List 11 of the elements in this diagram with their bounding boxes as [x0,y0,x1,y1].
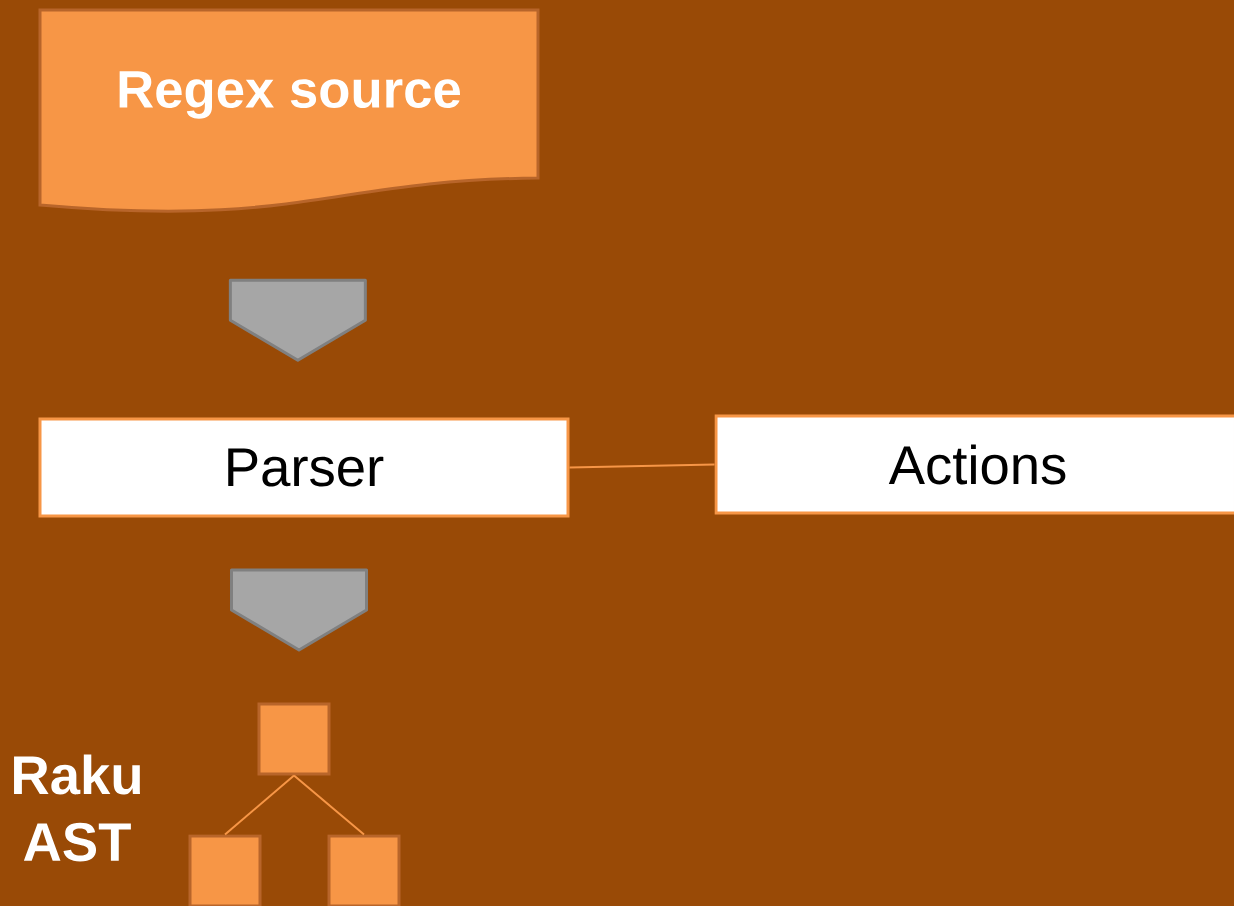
tree-node-box [257,702,331,776]
tree-node-box [327,834,401,906]
tree-label: Raku AST [14,754,140,862]
process-box: Actions [714,414,1234,515]
tree-node-box [188,834,262,906]
chevron-arrow [230,568,368,652]
chevron-arrow [228,278,367,362]
process-box: Parser [38,417,570,518]
connector-line [224,774,295,836]
connector-line [568,463,716,469]
connector-line [293,774,365,836]
